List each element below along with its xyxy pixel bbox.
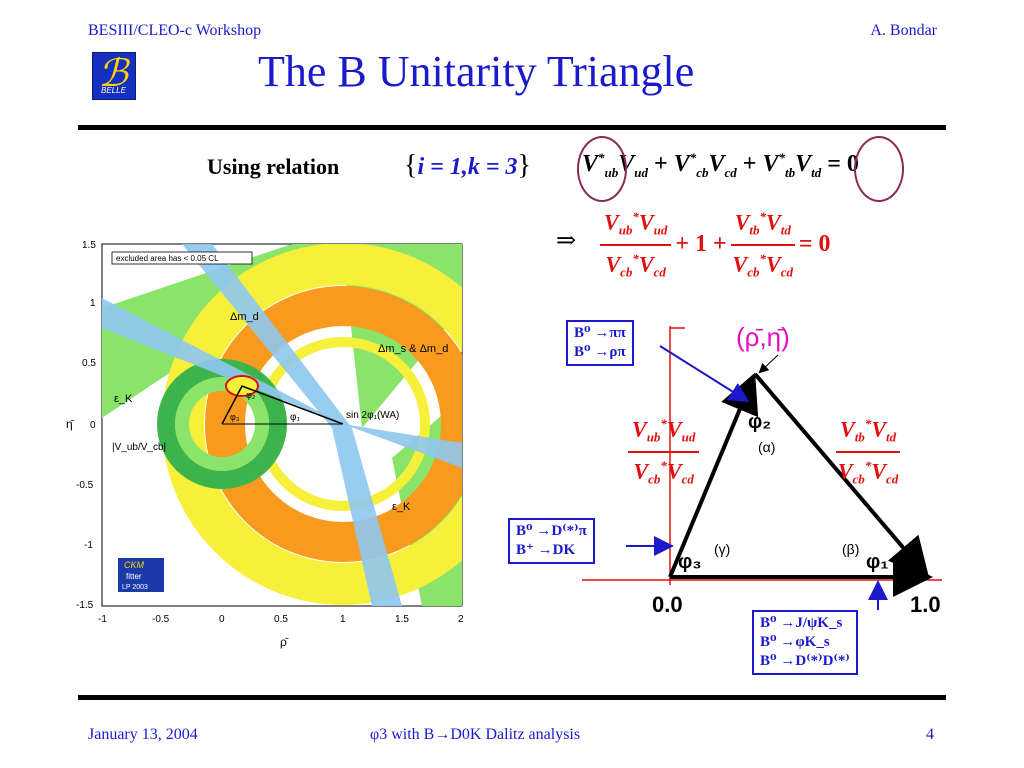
phi2-decay-line: B⁰ →ρπ: [574, 344, 626, 360]
equals-zero: = 0: [798, 231, 831, 258]
x-tick-labels: -1 -0.5 0 0.5 1 1.5 2: [98, 614, 464, 625]
phi3-decay-box: B⁰ →D⁽*⁾π B⁺ →DK: [508, 518, 595, 564]
belle-logo-text: BELLE: [101, 86, 126, 95]
label-dms: Δm_s & Δm_d: [378, 343, 448, 355]
x-tick: 0: [219, 614, 225, 625]
phi1-decay-line: B⁰ →J/ψK_s: [760, 615, 843, 631]
unitarity-triangle-diagram: 0.0 1.0 φ₂ φ₃ φ₁ (α) (γ) (β) (ρ̄,η̄): [560, 300, 980, 630]
footer-page-number: 4: [926, 726, 934, 743]
y-tick: 0: [90, 420, 96, 431]
phi3-decay-line: B⁺ →DK: [516, 542, 576, 558]
label-phi2: φ₂: [246, 390, 256, 400]
belle-logo: ℬ BELLE: [92, 52, 136, 100]
apex-label: (ρ̄,η̄): [736, 322, 790, 352]
side-fraction-right: Vtb*Vtd Vcb*Vcd: [836, 412, 901, 491]
side-fraction-left: Vub*Vud Vcb*Vcd: [628, 412, 700, 491]
label-dmd: Δm_d: [230, 311, 259, 323]
ckm-plot: -1 -0.5 0 0.5 1 1.5 2 1.5 1 0.5 0 -0.5 -…: [62, 228, 470, 658]
phi1-decay-box: B⁰ →J/ψK_s B⁰ →φK_s B⁰ →D⁽*⁾D⁽*⁾: [752, 610, 858, 675]
top-rule: [78, 125, 946, 130]
sin2phi-band-steep: [182, 244, 402, 606]
y-tick: 0.5: [82, 358, 96, 369]
x-tick: 0.5: [274, 614, 288, 625]
sin2phi-band-shallow: [102, 298, 462, 468]
x-axis-label: ρ̄: [280, 635, 289, 649]
x-label-0: 0.0: [652, 592, 683, 617]
x-tick: -1: [98, 614, 107, 625]
implies-symbol: ⇒: [556, 228, 577, 254]
y-tick: -0.5: [76, 480, 94, 491]
x-tick: 1.5: [395, 614, 409, 625]
ckmfitter-line3: LP 2003: [122, 584, 148, 591]
x-tick: 2: [458, 614, 464, 625]
relation-indices: {i = 1,k = 3}: [404, 150, 531, 181]
phi2-decay-line: B⁰ →ππ: [574, 325, 626, 341]
legend-text: excluded area has < 0.05 CL: [116, 254, 219, 263]
highlight-circle-vub: [577, 136, 627, 202]
phi1-decay-line: B⁰ →φK_s: [760, 634, 830, 650]
y-tick: 1.5: [82, 240, 96, 251]
header-left: BESIII/CLEO-c Workshop: [88, 22, 262, 39]
phi1-label: φ₁: [866, 551, 889, 573]
apex-pointer: [758, 354, 779, 374]
phi3-label: φ₃: [678, 551, 702, 573]
plus-one-plus: + 1 +: [675, 231, 727, 258]
beta-label: (β): [842, 541, 859, 557]
alpha-label: (α): [758, 439, 775, 455]
phi2-decay-box: B⁰ →ππ B⁰ →ρπ: [566, 320, 634, 366]
belle-b-glyph: ℬ: [98, 53, 128, 95]
gamma-label: (γ): [714, 541, 730, 557]
ckmfitter-logo: [118, 558, 164, 592]
ratio-fraction-ub: Vub*Vud Vcb*Vcd: [600, 205, 672, 284]
ckmfitter-line2: fitter: [126, 572, 142, 581]
plot-triangle: [221, 385, 344, 425]
x-label-1: 1.0: [910, 592, 941, 617]
triangle-left-side: [668, 372, 759, 578]
triangle-svg: 0.0 1.0 φ₂ φ₃ φ₁ (α) (γ) (β) (ρ̄,η̄): [582, 322, 942, 617]
y-axis-label: η̄: [66, 417, 75, 431]
label-vubvcb: |V_ub/V_cb|: [112, 442, 166, 453]
bottom-rule: [78, 695, 946, 700]
x-tick: -0.5: [152, 614, 170, 625]
ckmfitter-line1: CKM: [124, 560, 145, 570]
page-title: The B Unitarity Triangle: [258, 47, 695, 96]
y-tick: 1: [90, 298, 96, 309]
ratio-fraction-tb: Vtb*Vtd Vcb*Vcd: [730, 205, 795, 284]
label-phi1: φ₁: [290, 412, 300, 423]
phi2-box-arrow: [659, 345, 750, 403]
y-tick: -1: [84, 540, 93, 551]
highlight-circle-vtd: [854, 136, 904, 202]
label-epsk-lower: ε_K: [392, 501, 411, 513]
phi3-decay-line: B⁰ →D⁽*⁾π: [516, 523, 587, 539]
phi2-label: φ₂: [748, 411, 771, 433]
label-phi3: φ₃: [230, 412, 240, 422]
ckm-plot-svg: -1 -0.5 0 0.5 1 1.5 2 1.5 1 0.5 0 -0.5 -…: [66, 240, 464, 649]
y-tick: -1.5: [76, 600, 94, 611]
ratio-equation: Vub*Vud Vcb*Vcd + 1 + Vtb*Vtd Vcb*Vcd = …: [600, 205, 831, 284]
y-tick-labels: 1.5 1 0.5 0 -0.5 -1 -1.5: [76, 240, 96, 611]
x-tick: 1: [340, 614, 346, 625]
relation-label: Using relation: [207, 154, 340, 179]
footer-center: φ3 with B→D0K Dalitz analysis: [370, 726, 581, 743]
label-epsk: ε_K: [114, 393, 133, 405]
label-sin2phi: sin 2φ₁(WA): [346, 410, 399, 421]
footer-date: January 13, 2004: [88, 726, 198, 743]
legend-box: [111, 251, 253, 265]
triangle-right-side: [753, 372, 930, 579]
phi1-decay-line: B⁰ →D⁽*⁾D⁽*⁾: [760, 653, 850, 669]
header-right: A. Bondar: [870, 22, 937, 39]
